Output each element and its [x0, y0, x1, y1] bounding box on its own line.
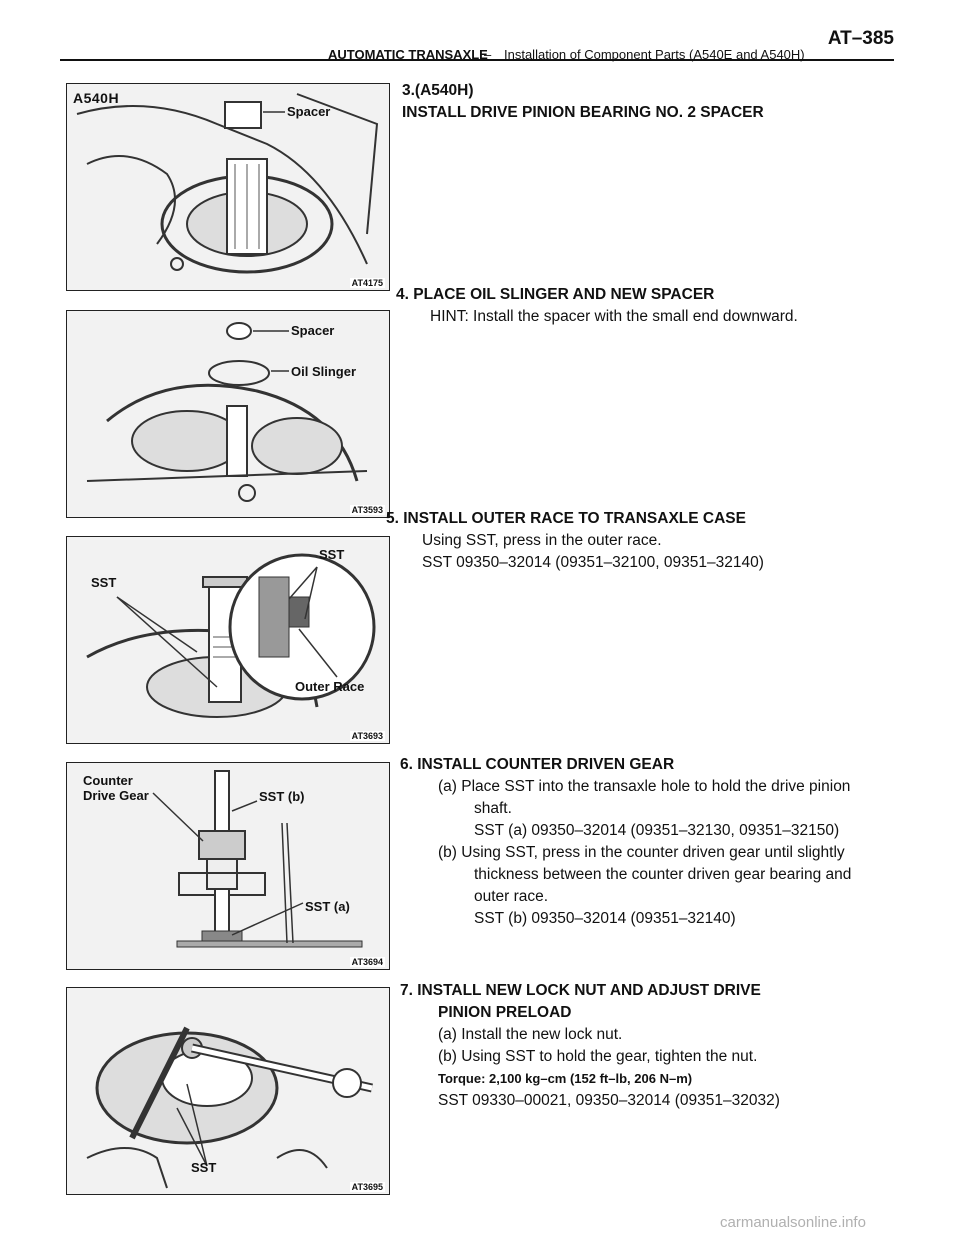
figure-oil-slinger: Spacer Oil Slinger AT3593: [66, 310, 390, 518]
step-6-b: (b) Using SST, press in the counter driv…: [438, 844, 845, 861]
step-7: 7. INSTALL NEW LOCK NUT AND ADJUST DRIVE…: [400, 980, 780, 1112]
label-sst: SST: [191, 1160, 217, 1175]
step-6-a-sst: SST (a) 09350–32014 (09351–32130, 09351–…: [474, 822, 840, 839]
label-sst-a: SST (a): [305, 899, 350, 914]
label-spacer: Spacer: [291, 323, 335, 338]
header-dash: –: [484, 47, 492, 62]
label-sst-b: SST (b): [259, 789, 305, 804]
step-5: 5. INSTALL OUTER RACE TO TRANSAXLE CASE …: [386, 508, 764, 574]
step-6: 6. INSTALL COUNTER DRIVEN GEAR (a) Place…: [400, 754, 851, 930]
step-4: 4. PLACE OIL SLINGER AND NEW SPACER HINT…: [396, 284, 798, 328]
step-3-title: INSTALL DRIVE PINION BEARING NO. 2 SPACE…: [402, 104, 764, 121]
figure-counter-driven-gear: Counter Drive Gear SST (b) SST (a) AT369…: [66, 762, 390, 970]
figure-illustration: [76, 93, 379, 274]
page-number: AT–385: [827, 28, 894, 49]
step-7-a: (a) Install the new lock nut.: [438, 1026, 623, 1043]
figure-lock-nut: SST AT3695: [66, 987, 390, 1195]
figure-spacer-a540h: A540H Spacer AT4175: [66, 83, 390, 291]
header-section: AUTOMATIC TRANSAXLE: [328, 47, 488, 62]
step-5-title: 5. INSTALL OUTER RACE TO TRANSAXLE CASE: [386, 510, 746, 527]
figure-code: AT3593: [349, 505, 385, 515]
step-7-title: 7. INSTALL NEW LOCK NUT AND ADJUST DRIVE: [400, 982, 761, 999]
step-4-title: 4. PLACE OIL SLINGER AND NEW SPACER: [396, 286, 715, 303]
step-7-sst: SST 09330–00021, 09350–32014 (09351–3203…: [438, 1092, 780, 1109]
label-oil-slinger: Oil Slinger: [291, 364, 357, 379]
step-6-b-sst: SST (b) 09350–32014 (09351–32140): [474, 910, 736, 927]
header-rule: [60, 59, 894, 61]
figure-code: AT3695: [349, 1182, 385, 1192]
step-5-instruction: Using SST, press in the outer race.: [422, 532, 662, 549]
figure-code: AT3694: [349, 957, 385, 967]
step-6-a: (a) Place SST into the transaxle hole to…: [438, 778, 851, 795]
step-4-hint: HINT: Install the spacer with the small …: [430, 308, 798, 325]
step-3: 3.(A540H) INSTALL DRIVE PINION BEARING N…: [402, 80, 764, 124]
header-subtitle: Installation of Component Parts (A540E a…: [504, 47, 805, 62]
label-outer-race: Outer Race: [295, 679, 365, 694]
watermark-link[interactable]: carmanualsonline.info: [720, 1214, 866, 1231]
label-sst-left: SST: [91, 575, 117, 590]
step-3-number: 3.(A540H): [402, 82, 474, 99]
label-spacer: Spacer: [287, 104, 331, 119]
figure-tag: A540H: [73, 90, 120, 106]
label-sst-right: SST: [319, 547, 345, 562]
figure-code: AT4175: [349, 278, 385, 288]
label-counter: Counter: [83, 773, 133, 788]
step-7-b: (b) Using SST to hold the gear, tighten …: [438, 1048, 758, 1065]
figure-code: AT3693: [349, 731, 385, 741]
page-header: AUTOMATIC TRANSAXLE – Installation of Co…: [60, 22, 894, 62]
step-5-sst: SST 09350–32014 (09351–32100, 09351–3214…: [422, 554, 764, 571]
step-7-torque: Torque: 2,100 kg–cm (152 ft–lb, 206 N–m): [438, 1071, 693, 1086]
label-drive-gear: Drive Gear: [83, 788, 149, 803]
step-6-title: 6. INSTALL COUNTER DRIVEN GEAR: [400, 756, 675, 773]
figure-outer-race: SST SST Outer Race AT3693: [66, 536, 390, 744]
